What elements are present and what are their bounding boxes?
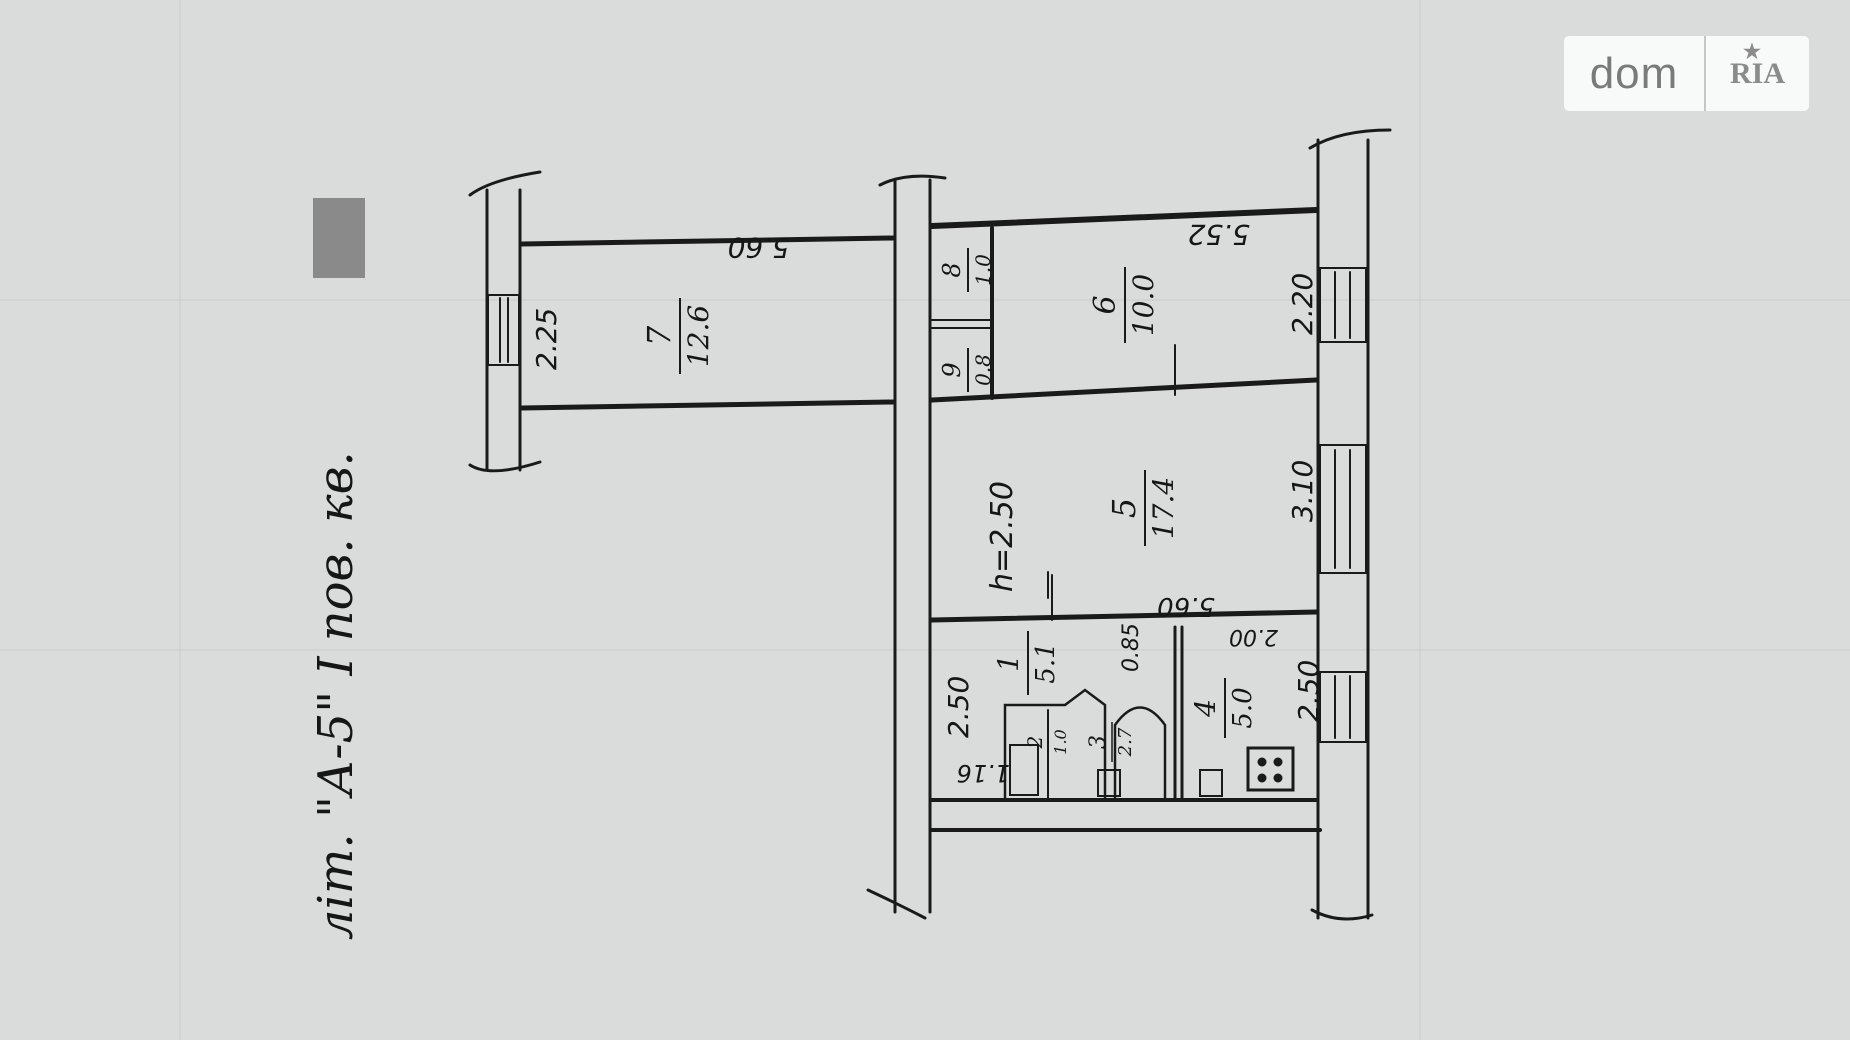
logo-ria-text: RIA (1729, 56, 1785, 90)
domria-logo: dom ★ RIA (1564, 36, 1809, 111)
dimension-2-50-right: 2.50 (1292, 660, 1325, 722)
room-5-area: 17.4 (1147, 477, 1180, 539)
room-1-number: 1 (992, 654, 1025, 672)
room-3-area: 2.7 (1115, 727, 1136, 757)
right-block-partitions (929, 207, 1322, 832)
wall-central (866, 174, 947, 920)
ceiling-height-label: h=2.50 (985, 481, 1020, 592)
wall-right (1308, 128, 1392, 921)
room-5-number: 5 (1105, 498, 1143, 518)
dimension-1-16: 1.16 (957, 759, 1010, 787)
room-6-area: 10.0 (1127, 274, 1160, 336)
redacted-mark (313, 198, 365, 278)
room-labels: 7 12.6 6 10.0 5 17.4 8 1.0 9 0.8 1 5.1 (640, 248, 1258, 762)
dimension-labels: 2.25 5.60 5.52 2.20 3.10 5.60 2.50 2.50 … (530, 218, 1325, 787)
room-2-number: 2 (1023, 736, 1047, 750)
logo-ria-mark: ★ RIA (1706, 41, 1809, 91)
room-4-area: 5.0 (1228, 687, 1258, 728)
star-icon: ★ (1743, 40, 1761, 63)
room-2-area: 1.0 (1051, 729, 1070, 754)
room-7-walls (519, 235, 896, 411)
room-3-number: 3 (1086, 735, 1111, 749)
dimension-3-10: 3.10 (1286, 460, 1319, 522)
logo-dom-text: dom (1589, 48, 1679, 98)
room-8-area: 1.0 (971, 254, 995, 286)
dimension-2-20: 2.20 (1286, 273, 1319, 335)
logo-divider (1704, 36, 1706, 111)
room-4-number: 4 (1189, 699, 1222, 718)
room-7-number: 7 (640, 325, 678, 346)
room-7-area: 12.6 (682, 305, 715, 367)
dimension-2-50-left: 2.50 (942, 676, 975, 738)
room-9-area: 0.8 (971, 354, 995, 386)
dimension-2-25: 2.25 (530, 308, 563, 370)
dimension-0-85: 0.85 (1119, 623, 1144, 672)
plan-heading: літ. "А-5" I пов. кв. (308, 451, 364, 940)
dimension-5-60-top: 5.60 (728, 231, 790, 264)
dimension-2-00: 2.00 (1229, 624, 1278, 649)
dimension-5-52: 5.52 (1188, 218, 1250, 251)
wall-left-segment (468, 170, 542, 473)
room-1-area: 5.1 (1031, 642, 1061, 683)
room-6-number: 6 (1088, 295, 1123, 314)
room-9-number: 9 (938, 362, 966, 377)
room-8-number: 8 (938, 262, 966, 277)
dimension-5-60-mid: 5.60 (1157, 591, 1215, 621)
